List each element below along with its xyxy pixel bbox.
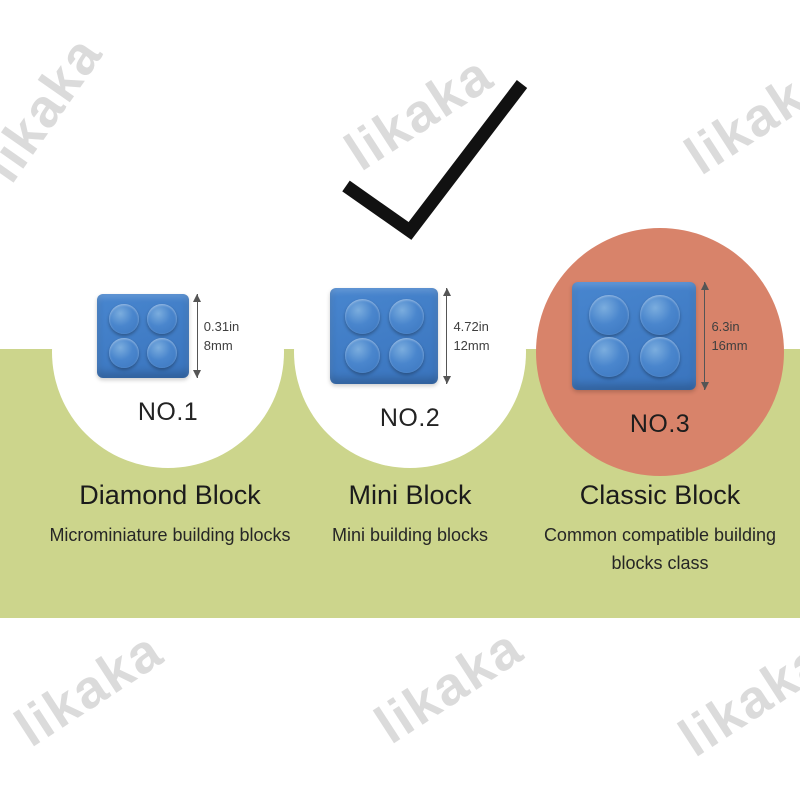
product-name: Mini Block [348, 480, 472, 510]
dimension-inches: 0.31in [203, 318, 240, 334]
watermark: likaka [0, 25, 115, 193]
brick-stud [389, 337, 425, 373]
product-name: Diamond Block [79, 480, 261, 510]
product-description: Common compatible building blocks class [543, 525, 777, 573]
watermark: likaka [364, 616, 534, 756]
brick-studs [572, 282, 696, 390]
arrow-up-icon [700, 282, 709, 290]
blue-brick-2x2-icon [96, 294, 189, 378]
arrow-down-icon [442, 376, 451, 384]
product-description: Mini building blocks [331, 525, 489, 545]
product-circle-diamond: 0.31in 8mm NO.1 [52, 236, 284, 468]
brick-stud [389, 299, 425, 335]
dimension-line [193, 294, 202, 378]
brick-stud [108, 304, 139, 335]
product-number: NO.2 [379, 404, 441, 432]
product-circle-classic: 6.3in 16mm NO.3 [536, 228, 784, 476]
arrow-up-icon [442, 288, 451, 296]
dimension-inches: 4.72in [453, 318, 489, 334]
dimension-annotation: 6.3in 16mm [700, 282, 748, 390]
dimension-annotation: 4.72in 12mm [442, 288, 490, 384]
brick-with-dimension: 4.72in 12mm [330, 288, 490, 384]
brick-stud [108, 337, 139, 368]
dimension-mm: 16mm [711, 337, 748, 353]
checkmark-icon [342, 80, 528, 240]
product-number: NO.1 [137, 398, 199, 426]
product-circle-mini: 4.72in 12mm NO.2 [294, 236, 526, 468]
arrow-down-icon [193, 370, 202, 378]
product-description: Microminiature building blocks [49, 525, 291, 545]
brick-stud [639, 294, 680, 335]
brick-stud [146, 304, 177, 335]
arrow-up-icon [193, 294, 202, 302]
brick-with-dimension: 0.31in 8mm [96, 294, 240, 378]
brick-stud [589, 337, 630, 378]
dimension-mm: 12mm [453, 337, 490, 353]
brick-studs [330, 288, 438, 384]
dimension-annotation: 0.31in 8mm [193, 294, 240, 378]
watermark: likaka [668, 629, 800, 769]
watermark: likaka [4, 619, 174, 759]
product-name: Classic Block [579, 480, 741, 510]
blue-brick-2x2-icon [330, 288, 439, 384]
blue-brick-2x2-icon [572, 282, 697, 390]
product-number: NO.3 [629, 410, 691, 438]
dimension-mm: 8mm [203, 337, 233, 353]
arrow-down-icon [700, 382, 709, 390]
brick-studs [97, 294, 189, 378]
brick-stud [344, 337, 380, 373]
brick-stud [589, 294, 630, 335]
brick-stud [639, 337, 680, 378]
dimension-inches: 6.3in [711, 318, 740, 334]
brick-stud [146, 337, 177, 368]
dimension-line [442, 288, 451, 384]
brick-with-dimension: 6.3in 16mm [572, 282, 748, 390]
watermark: likaka [674, 47, 800, 187]
brick-stud [344, 299, 380, 335]
dimension-line [700, 282, 709, 390]
